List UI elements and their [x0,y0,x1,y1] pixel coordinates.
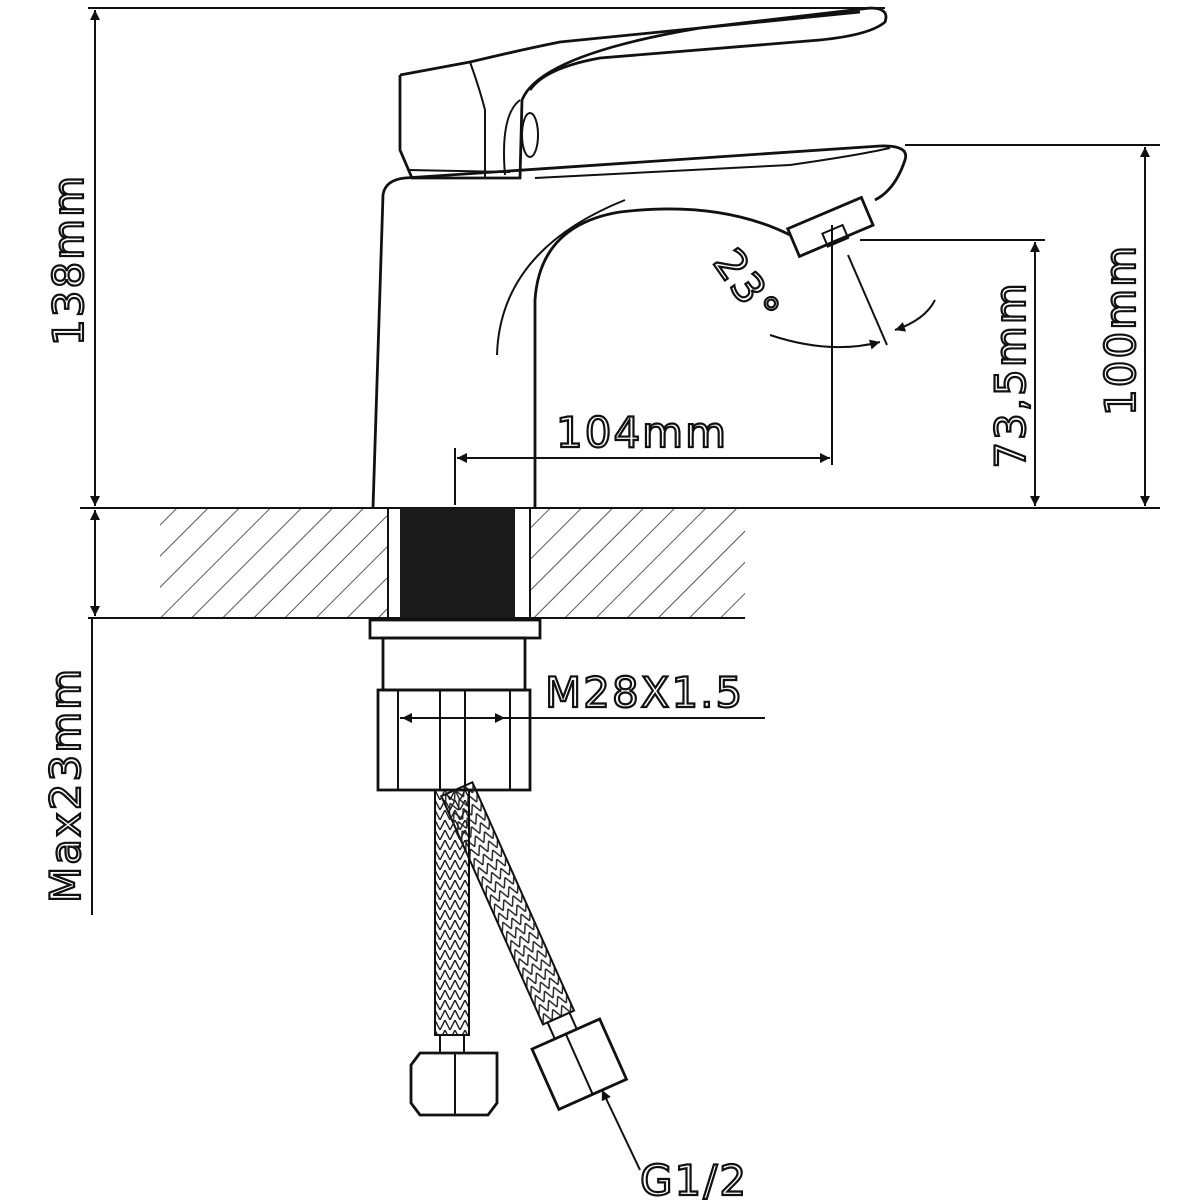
threaded-shank [400,508,515,618]
label-max23mm: Max23mm [41,667,90,903]
label-138mm: 138mm [44,174,93,346]
aerator [785,195,875,259]
supply-hoses [409,780,629,1117]
countertop [80,507,1160,619]
label-angle: 23° [704,240,790,334]
mounting-nut [368,618,542,792]
label-104mm: 104mm [556,408,728,457]
lever-handle [398,6,888,180]
label-thread: M28X1.5 [545,668,744,717]
straight-hose [409,789,499,1117]
label-g1-2: G1/2 [640,1156,748,1200]
label-73-5mm: 73,5mm [986,281,1035,468]
label-100mm: 100mm [1096,244,1145,416]
dimension-lines [88,7,1160,1171]
